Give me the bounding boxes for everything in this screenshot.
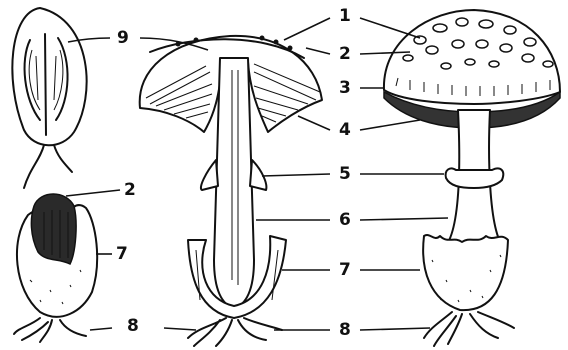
label-2-small: 2 xyxy=(124,182,136,199)
label-5: 5 xyxy=(339,166,351,183)
button-stage xyxy=(14,194,97,342)
label-2-top: 2 xyxy=(339,46,351,63)
egg-stage-section xyxy=(12,8,86,188)
label-3: 3 xyxy=(339,80,351,97)
mature-mushroom xyxy=(384,10,560,346)
label-8: 8 xyxy=(339,322,351,339)
label-1: 1 xyxy=(339,8,351,25)
section-mature-mushroom xyxy=(140,36,322,347)
label-6: 6 xyxy=(339,212,351,229)
label-4: 4 xyxy=(339,122,351,139)
label-7: 7 xyxy=(339,262,351,279)
label-9: 9 xyxy=(117,30,129,47)
label-8-small: 8 xyxy=(127,318,139,335)
label-7-small: 7 xyxy=(116,246,128,263)
